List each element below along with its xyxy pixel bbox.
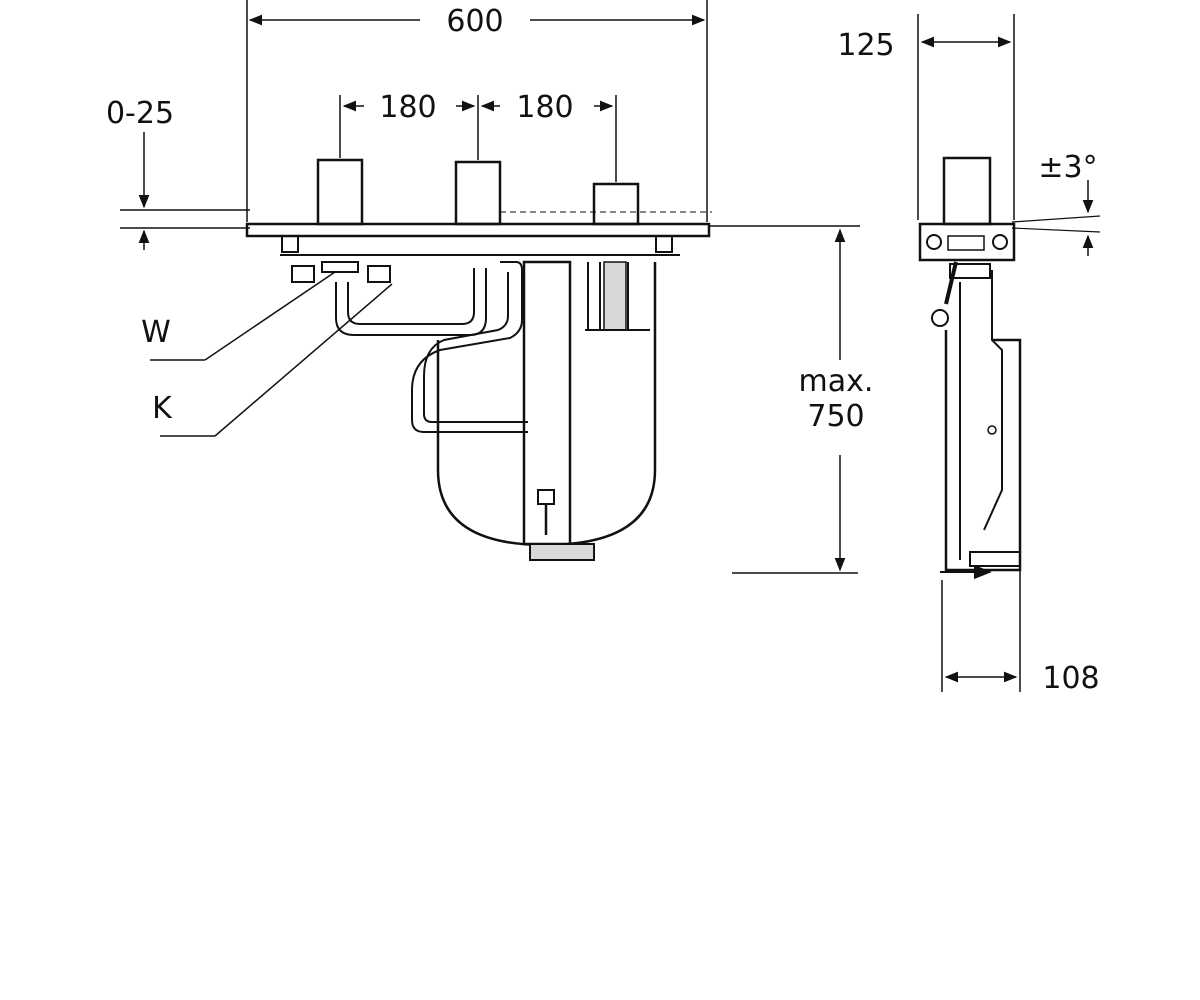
dim-tilt: ±3° xyxy=(1038,150,1097,185)
side-valve-block xyxy=(918,222,1016,262)
deck-plate xyxy=(245,222,711,238)
dim-depth-bottom: 108 xyxy=(1042,661,1099,696)
label-warm: W xyxy=(141,315,171,350)
label-cold: K xyxy=(152,391,173,426)
side-view xyxy=(918,156,1101,580)
dim-spacing-right: 180 xyxy=(516,90,573,125)
drain-column xyxy=(522,260,572,546)
pipe-run xyxy=(335,268,487,336)
dim-height-adjust: 0-25 xyxy=(106,96,174,131)
dim-max-label: max. xyxy=(799,364,874,399)
leader-line-warm xyxy=(204,271,336,361)
tap-body-center xyxy=(454,160,502,226)
mount-lug-right xyxy=(655,235,673,253)
dim-max-value: 750 xyxy=(807,399,864,434)
outlet-nut xyxy=(529,543,595,561)
tap-body-left xyxy=(316,158,364,226)
dim-depth-top: 125 xyxy=(837,28,894,63)
leader-line-cold xyxy=(214,283,393,437)
connector-warm xyxy=(291,265,315,283)
dim-overall-width: 600 xyxy=(446,4,503,39)
side-lever-knob xyxy=(931,309,949,327)
dim-spacing-left: 180 xyxy=(379,90,436,125)
side-trap-body xyxy=(944,330,1022,572)
mount-lug-left xyxy=(281,235,299,253)
tap-body-right xyxy=(592,182,640,226)
dimension-lines xyxy=(138,0,1094,692)
front-view xyxy=(120,158,860,561)
side-tap-body xyxy=(942,156,992,226)
popup-lever xyxy=(537,489,555,505)
connector-cold xyxy=(367,265,391,283)
dimension-labels: 600 180 180 0-25 125 ±3° max. 750 108 W … xyxy=(106,4,1100,696)
